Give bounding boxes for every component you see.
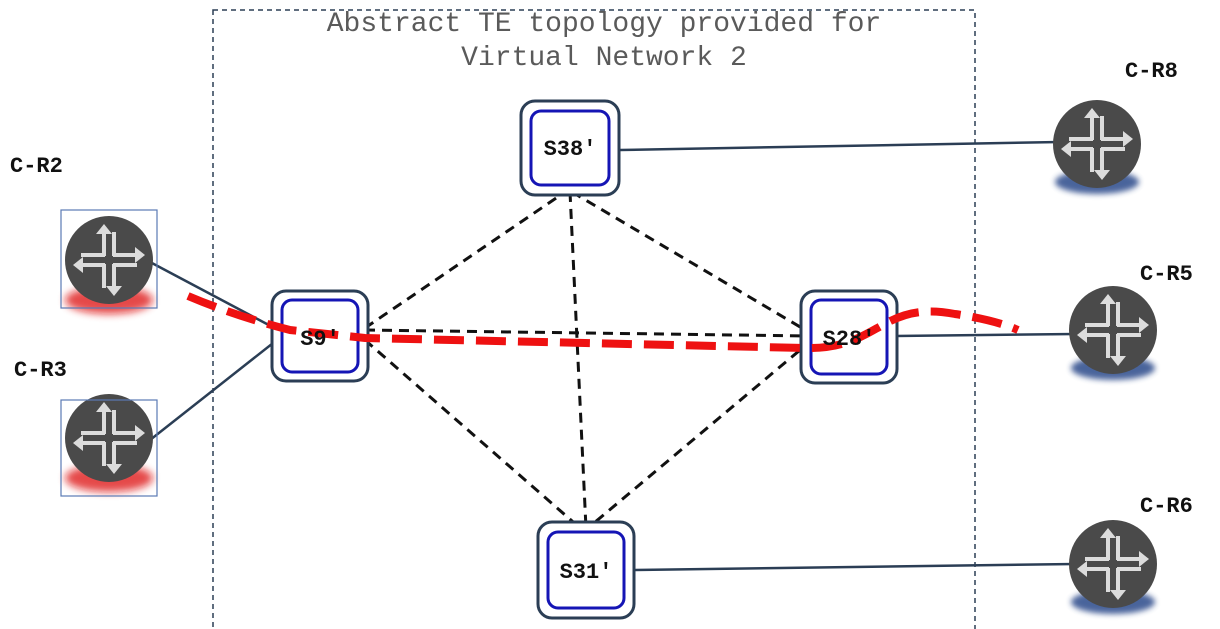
router-label-cr5: C-R5 xyxy=(1140,262,1193,287)
te-link-s38-s28 xyxy=(571,190,813,336)
router-cr8[interactable] xyxy=(1053,100,1141,194)
link-s38-cr8 xyxy=(619,140,1061,152)
node-label-s38: S38′ xyxy=(544,137,597,162)
te-link-s9-s28 xyxy=(364,328,811,338)
highlighted-path xyxy=(186,292,1020,353)
router-cr6[interactable] xyxy=(1069,520,1157,614)
node-label-s9: S9′ xyxy=(300,327,340,352)
te-link-s28-s31 xyxy=(587,338,813,530)
node-label-s31: S31′ xyxy=(560,560,613,585)
router-label-cr6: C-R6 xyxy=(1140,494,1193,519)
abstract-topology-boundary xyxy=(212,9,976,629)
node-s38[interactable] xyxy=(519,99,621,197)
router-label-cr2: C-R2 xyxy=(10,154,63,179)
access-links xyxy=(149,140,1076,572)
router-label-cr8: C-R8 xyxy=(1125,59,1178,84)
router-cr3-selection-box xyxy=(60,399,158,497)
link-cr3-s9 xyxy=(149,335,283,441)
node-s28[interactable] xyxy=(799,289,899,385)
router-cr2[interactable] xyxy=(60,209,158,314)
router-cr5[interactable] xyxy=(1069,286,1157,380)
te-link-s38-s31 xyxy=(568,191,588,529)
router-cr2-selection-box xyxy=(60,209,158,309)
diagram-title-line2: Virtual Network 2 xyxy=(461,43,747,74)
node-label-s28: S28′ xyxy=(823,327,876,352)
node-s31[interactable] xyxy=(536,520,636,620)
diagram-title-line1: Abstract TE topology provided for xyxy=(327,9,882,40)
link-s28-cr5 xyxy=(894,332,1076,338)
te-links xyxy=(364,188,813,530)
link-s31-cr6 xyxy=(631,562,1076,572)
link-cr2-s9 xyxy=(149,260,283,334)
te-link-s9-s38 xyxy=(364,188,569,330)
router-cr3[interactable] xyxy=(60,394,158,497)
router-label-cr3: C-R3 xyxy=(14,358,67,383)
te-link-s9-s31 xyxy=(364,338,581,530)
